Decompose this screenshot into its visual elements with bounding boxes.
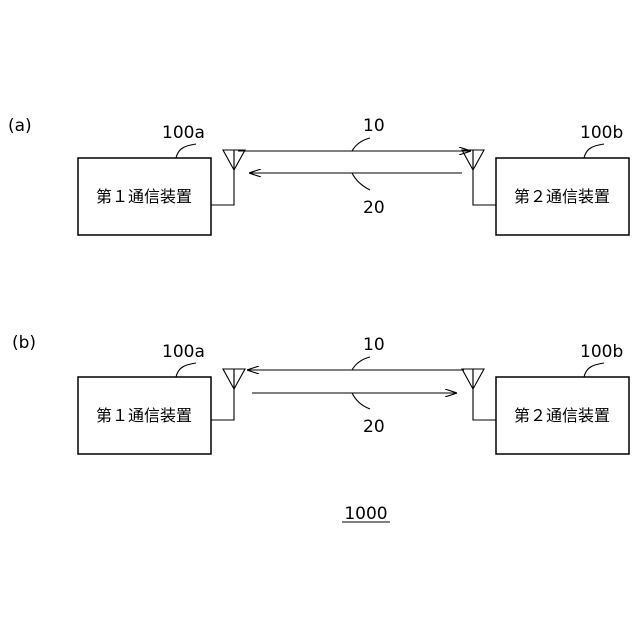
device-name: 第１通信装置 bbox=[96, 406, 192, 425]
figure-label: 1000 bbox=[342, 504, 390, 524]
figure-number: 1000 bbox=[344, 504, 387, 524]
leader-line bbox=[352, 393, 370, 409]
link-ref: 10 bbox=[363, 335, 385, 355]
device-ref: 100a bbox=[162, 123, 205, 143]
leader-line bbox=[352, 357, 370, 370]
link-upper: 10 bbox=[248, 335, 464, 370]
device-name: 第１通信装置 bbox=[96, 187, 192, 206]
antenna-left-icon bbox=[211, 369, 245, 420]
antenna-right-icon bbox=[462, 369, 496, 420]
leader-line bbox=[352, 173, 370, 190]
link-lower: 20 bbox=[250, 173, 462, 218]
device-ref: 100b bbox=[580, 342, 623, 362]
panel-label: (b) bbox=[12, 333, 36, 353]
device-ref: 100a bbox=[162, 342, 205, 362]
device-right: 第２通信装置 100b bbox=[496, 123, 629, 235]
leader-line bbox=[176, 363, 196, 377]
leader-line bbox=[176, 144, 196, 158]
device-name: 第２通信装置 bbox=[514, 406, 610, 425]
device-left: 第１通信装置 100a bbox=[78, 123, 211, 235]
panel-b: (b) 第１通信装置 100a 第２通信装置 100b bbox=[12, 333, 629, 454]
link-ref: 20 bbox=[363, 417, 385, 437]
link-ref: 10 bbox=[363, 116, 385, 136]
leader-line bbox=[584, 144, 604, 158]
link-upper: 10 bbox=[238, 116, 470, 151]
antenna-right-icon bbox=[462, 150, 496, 205]
panel-a: (a) 第１通信装置 100a 第２通信装置 100b bbox=[8, 116, 629, 235]
link-lower: 20 bbox=[252, 393, 456, 437]
link-ref: 20 bbox=[363, 198, 385, 218]
leader-line bbox=[352, 138, 370, 151]
device-name: 第２通信装置 bbox=[514, 187, 610, 206]
panel-label: (a) bbox=[8, 116, 32, 136]
device-left: 第１通信装置 100a bbox=[78, 342, 211, 454]
antenna-left-icon bbox=[211, 150, 245, 205]
device-right: 第２通信装置 100b bbox=[496, 342, 629, 454]
device-ref: 100b bbox=[580, 123, 623, 143]
leader-line bbox=[584, 363, 604, 377]
